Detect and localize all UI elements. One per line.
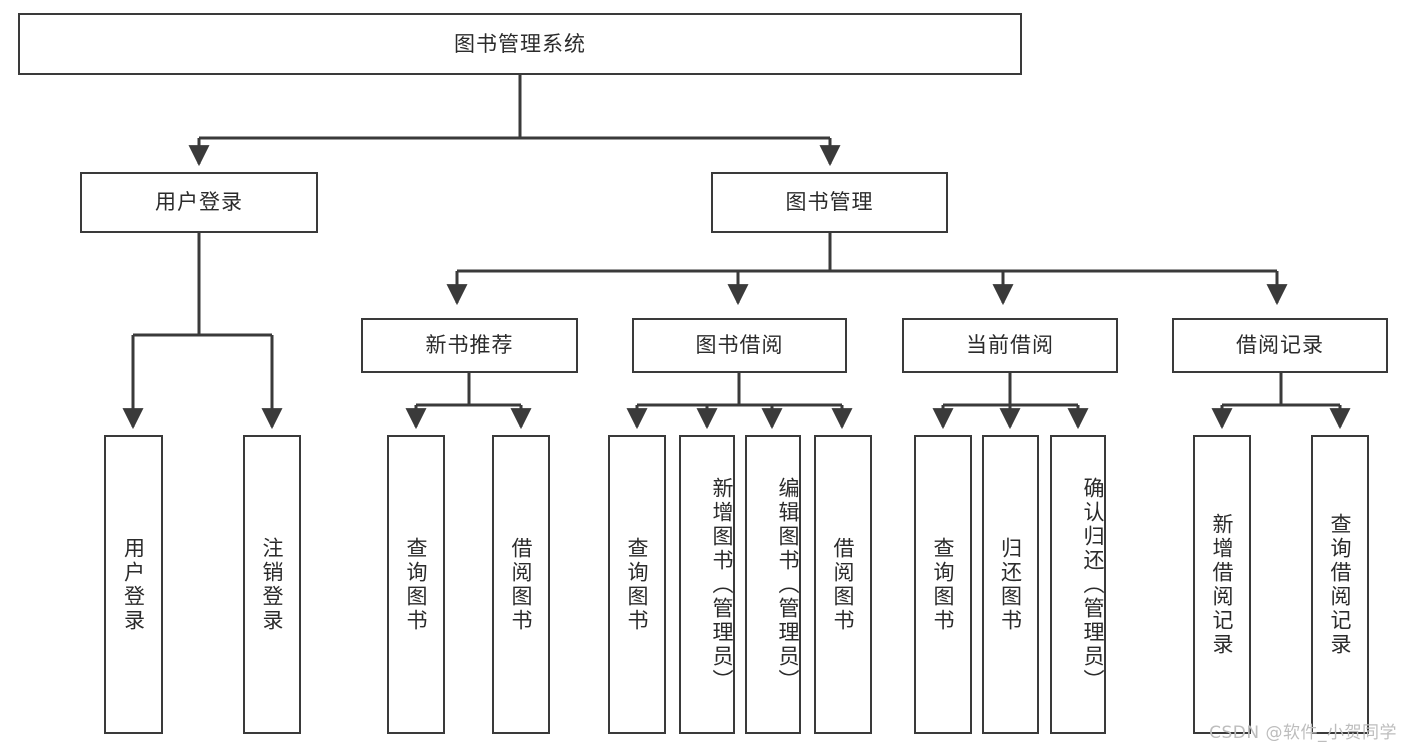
node-label: 查询图书: [625, 536, 650, 633]
node-label: 图书管理系统: [454, 31, 586, 56]
leaf-book-borrow-edit-book-admin[interactable]: 编辑图书（管理员）: [745, 435, 801, 734]
leaf-new-book-borrow-book[interactable]: 借阅图书: [492, 435, 550, 734]
node-label: 借阅图书: [831, 536, 856, 633]
node-borrow-record[interactable]: 借阅记录: [1172, 318, 1388, 373]
node-label: 用户登录: [155, 190, 243, 215]
node-current-borrow[interactable]: 当前借阅: [902, 318, 1118, 373]
node-label: 借阅记录: [1236, 333, 1324, 358]
node-label: 当前借阅: [966, 333, 1054, 358]
node-label: 新书推荐: [425, 333, 514, 358]
leaf-user-login-login[interactable]: 用户登录: [104, 435, 163, 734]
node-label: 图书借阅: [695, 333, 784, 358]
node-book-borrow[interactable]: 图书借阅: [632, 318, 847, 373]
leaf-book-borrow-borrow-book[interactable]: 借阅图书: [814, 435, 872, 734]
leaf-borrow-record-add-record[interactable]: 新增借阅记录: [1193, 435, 1251, 734]
node-label: 编辑图书（管理员）: [776, 476, 800, 693]
leaf-new-book-query-book[interactable]: 查询图书: [387, 435, 445, 734]
node-label: 查询图书: [404, 536, 429, 633]
leaf-book-borrow-add-book-admin[interactable]: 新增图书（管理员）: [679, 435, 735, 734]
watermark: CSDN @软件_小贺同学: [1209, 723, 1397, 743]
node-root-system[interactable]: 图书管理系统: [18, 13, 1022, 75]
node-label: 查询图书: [931, 536, 956, 633]
node-label: 新增图书（管理员）: [710, 476, 734, 693]
node-label: 归还图书: [998, 536, 1023, 633]
node-user-login[interactable]: 用户登录: [80, 172, 318, 233]
node-label: 图书管理: [785, 190, 874, 215]
node-label: 借阅图书: [509, 536, 534, 633]
node-label: 查询借阅记录: [1328, 512, 1353, 657]
node-book-management[interactable]: 图书管理: [711, 172, 948, 233]
leaf-borrow-record-query-record[interactable]: 查询借阅记录: [1311, 435, 1369, 734]
leaf-user-login-logout[interactable]: 注销登录: [243, 435, 301, 734]
node-label: 确认归还（管理员）: [1081, 476, 1105, 693]
leaf-book-borrow-query-book[interactable]: 查询图书: [608, 435, 666, 734]
leaf-current-borrow-query-book[interactable]: 查询图书: [914, 435, 972, 734]
node-label: 新增借阅记录: [1210, 512, 1235, 657]
node-label: 用户登录: [121, 536, 146, 633]
leaf-current-borrow-confirm-return-admin[interactable]: 确认归还（管理员）: [1050, 435, 1106, 734]
node-label: 注销登录: [260, 536, 285, 633]
leaf-current-borrow-return-book[interactable]: 归还图书: [982, 435, 1039, 734]
node-new-book-recommend[interactable]: 新书推荐: [361, 318, 578, 373]
